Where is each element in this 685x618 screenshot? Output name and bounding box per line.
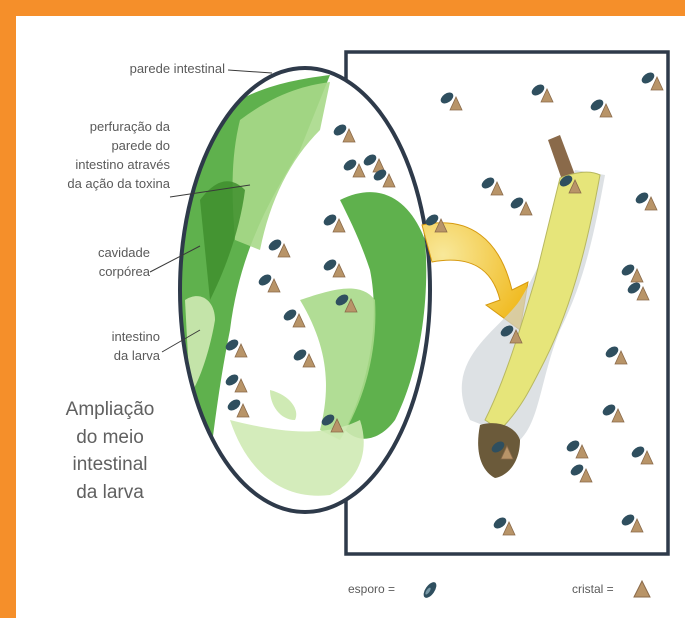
crystal-particle <box>332 263 346 278</box>
spore-particle <box>283 309 297 321</box>
spore-particle <box>500 325 514 337</box>
crystal-particle <box>236 403 250 418</box>
legend-crystal-icon <box>633 579 651 598</box>
crystal-particle <box>332 218 346 233</box>
magnification-oval <box>178 66 432 514</box>
spore-particle <box>258 274 272 286</box>
particles <box>225 72 664 536</box>
crystal-particle <box>234 343 248 358</box>
crystal-particle <box>509 329 523 344</box>
spore-particle <box>481 177 495 189</box>
magnified-gut <box>180 68 430 512</box>
spore-particle <box>641 72 655 84</box>
crystal-particle <box>342 128 356 143</box>
spore-particle <box>635 192 649 204</box>
legend-crystal-label: cristal = <box>572 582 614 596</box>
label-body-cavity: cavidade corpórea <box>97 245 150 279</box>
crystal-particle <box>599 103 613 118</box>
crystal-particle <box>502 521 516 536</box>
spore-particle <box>268 239 282 251</box>
spore-particle <box>321 414 335 426</box>
spore-particle <box>363 154 377 166</box>
legend-spore-label: esporo = <box>348 582 396 596</box>
spore-particle <box>510 197 524 209</box>
spore-particle <box>621 264 635 276</box>
crystal-particle <box>344 298 358 313</box>
spore-particle <box>293 349 307 361</box>
crystal-particle <box>490 181 504 196</box>
spore-particle <box>425 214 439 226</box>
crystal-particle <box>302 353 316 368</box>
crystal-particle <box>644 196 658 211</box>
label-magnification: Ampliação do meio intestinal da larva <box>65 399 155 503</box>
spore-particle <box>323 214 337 226</box>
spore-particle <box>605 346 619 358</box>
spore-particle <box>335 294 349 306</box>
label-gut-wall: parede intestinal <box>129 61 225 76</box>
crystal-particle <box>540 88 554 103</box>
spore-particle <box>602 404 616 416</box>
crystal-particle <box>630 268 644 283</box>
spore-particle <box>566 440 580 452</box>
label-perforation: perfuração da parede do intestino atravé… <box>67 119 170 191</box>
spore-particle <box>343 159 357 171</box>
crystal-particle <box>568 179 582 194</box>
spore-particle <box>373 169 387 181</box>
crystal-particle <box>630 518 644 533</box>
crystal-particle <box>382 173 396 188</box>
spore-particle <box>621 514 635 526</box>
crystal-particle <box>614 350 628 365</box>
crystal-particle <box>500 445 514 460</box>
spore-particle <box>440 92 454 104</box>
spore-particle <box>225 339 239 351</box>
spore-particle <box>631 446 645 458</box>
legend-spore-icon <box>423 582 437 598</box>
crystal-particle <box>611 408 625 423</box>
spore-particle <box>225 374 239 386</box>
crystal-particle <box>636 286 650 301</box>
crystal-particle <box>277 243 291 258</box>
spore-particle <box>627 282 641 294</box>
spore-particle <box>493 517 507 529</box>
spore-particle <box>323 259 337 271</box>
pointer-lines <box>149 69 273 353</box>
spore-particle <box>333 124 347 136</box>
crystal-particle <box>579 468 593 483</box>
crystal-particle <box>330 418 344 433</box>
crystal-particle <box>449 96 463 111</box>
crystal-particle <box>267 278 281 293</box>
crystal-particle <box>292 313 306 328</box>
spore-particle <box>491 441 505 453</box>
crystal-particle <box>650 76 664 91</box>
spore-particle <box>531 84 545 96</box>
crystal-particle <box>640 450 654 465</box>
spore-particle <box>590 99 604 111</box>
spore-particle <box>559 175 573 187</box>
crystal-particle <box>519 201 533 216</box>
crystal-particle <box>434 218 448 233</box>
crystal-particle <box>234 378 248 393</box>
spore-particle <box>570 464 584 476</box>
crystal-particle <box>352 163 366 178</box>
spore-particle <box>227 399 241 411</box>
label-larva-gut: intestino da larva <box>111 329 160 363</box>
crystal-particle <box>575 444 589 459</box>
